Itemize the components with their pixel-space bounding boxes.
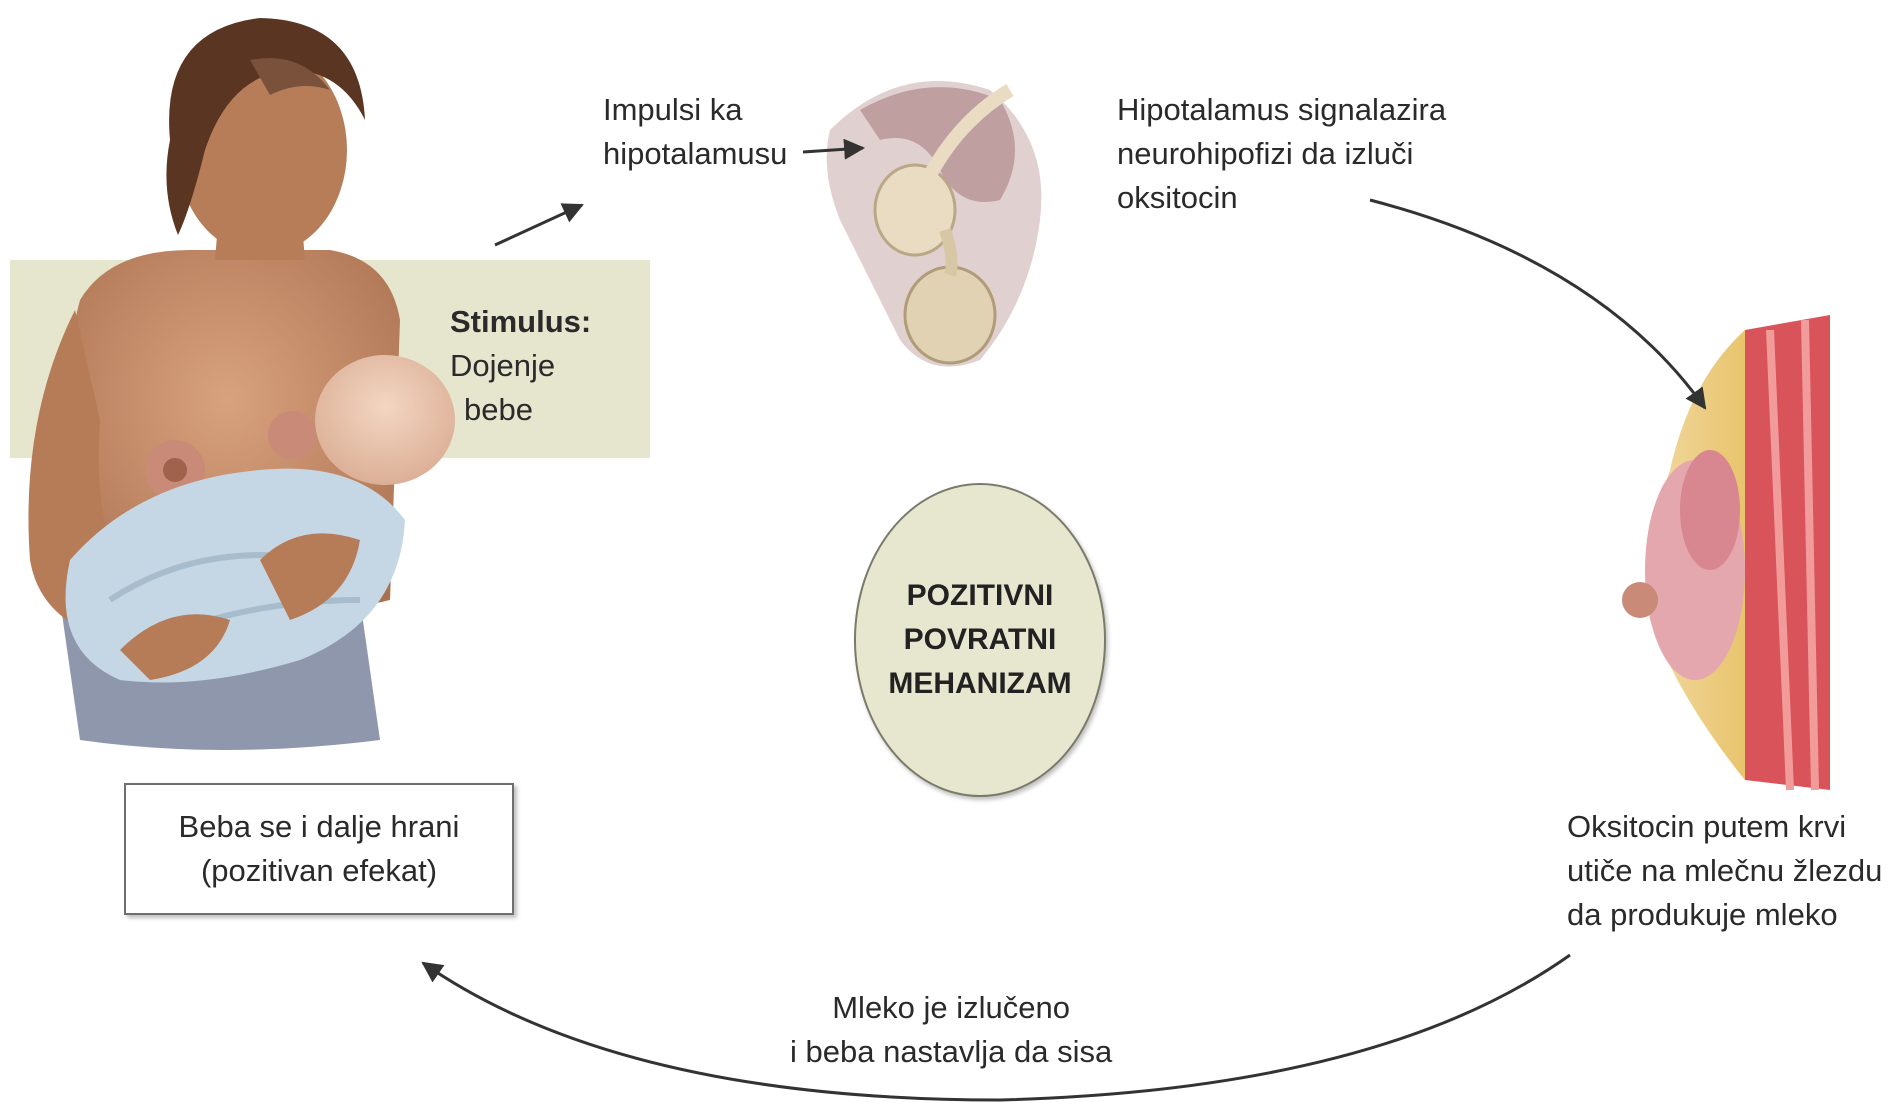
hypothalamus-label: Hipotalamus signalazira neurohipofizi da… (1117, 88, 1446, 220)
center-line-1: POZITIVNI (907, 574, 1054, 618)
oxytocin-line-2: utiče na mlečnu žlezdu (1567, 849, 1882, 893)
mammary-gland-illustration (1622, 315, 1830, 790)
arrow-to-mammary (1370, 200, 1705, 408)
milk-line-1: Mleko je izlučeno (790, 986, 1112, 1030)
oxytocin-line-1: Oksitocin putem krvi (1567, 805, 1882, 849)
stimulus-label: Stimulus: Dojenje bebe (450, 300, 591, 432)
impulse-label: Impulsi ka hipotalamusu (603, 88, 787, 176)
stimulus-title: Stimulus: (450, 300, 591, 344)
result-line-2: (pozitivan efekat) (201, 849, 437, 893)
stimulus-line-1: Dojenje (450, 344, 591, 388)
oxytocin-label: Oksitocin putem krvi utiče na mlečnu žle… (1567, 805, 1882, 937)
positive-feedback-label: POZITIVNI POVRATNI MEHANIZAM (854, 483, 1106, 797)
center-line-3: MEHANIZAM (888, 662, 1071, 706)
stimulus-line-2: bebe (450, 388, 591, 432)
milk-label: Mleko je izlučeno i beba nastavlja da si… (790, 986, 1112, 1074)
milk-line-2: i beba nastavlja da sisa (790, 1030, 1112, 1074)
oxytocin-line-3: da produkuje mleko (1567, 893, 1882, 937)
mother-illustration (28, 18, 455, 750)
pituitary-illustration (827, 81, 1042, 367)
result-line-1: Beba se i dalje hrani (179, 805, 460, 849)
hypothalamus-line-1: Hipotalamus signalazira (1117, 88, 1446, 132)
hypothalamus-line-2: neurohipofizi da izluči (1117, 132, 1446, 176)
result-box: Beba se i dalje hrani (pozitivan efekat) (124, 783, 514, 915)
hypothalamus-line-3: oksitocin (1117, 176, 1446, 220)
impulse-line-2: hipotalamusu (603, 132, 787, 176)
center-line-2: POVRATNI (904, 618, 1057, 662)
impulse-line-1: Impulsi ka (603, 88, 787, 132)
arrow-to-hypothalamus (495, 205, 582, 245)
